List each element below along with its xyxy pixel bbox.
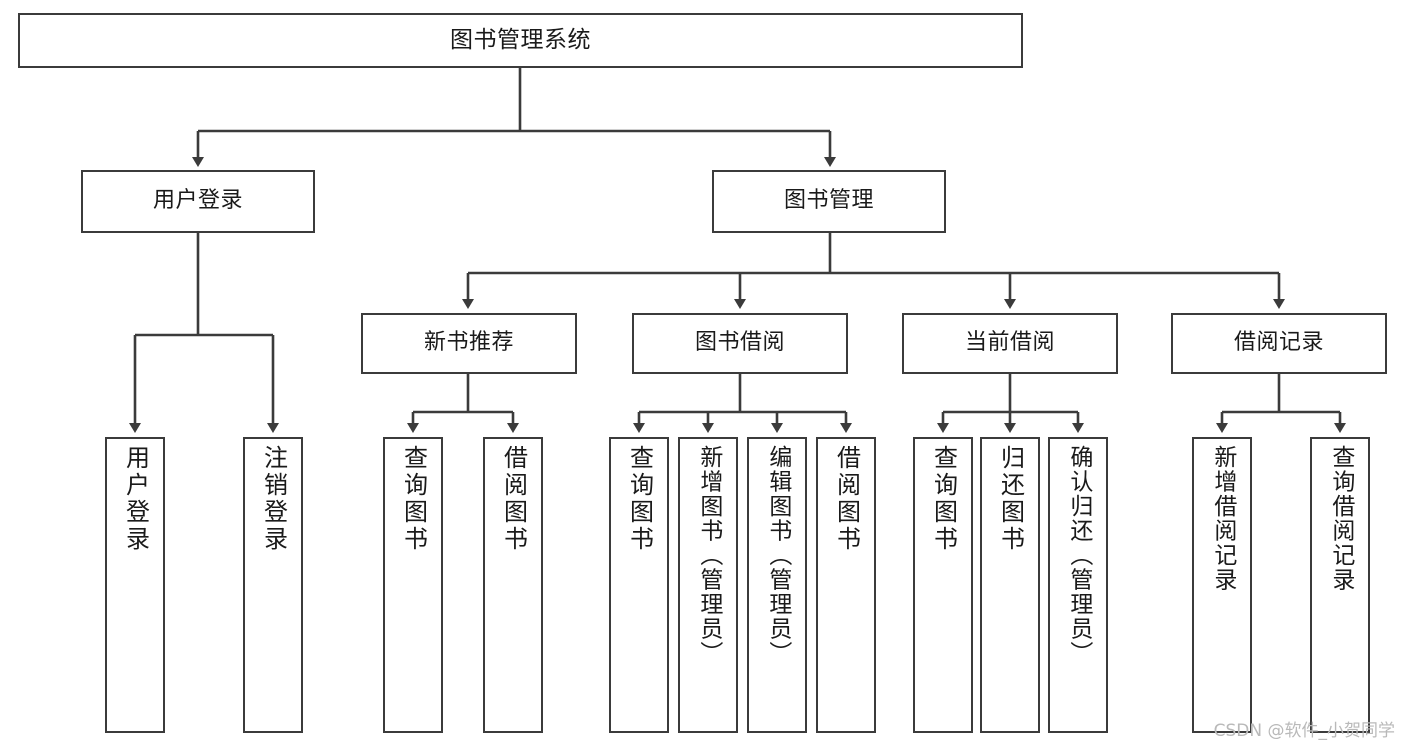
node-leaf-add-record[interactable]: 新增借阅记录 bbox=[1192, 437, 1252, 733]
node-leaf-borrow-book-1[interactable]: 借阅图书 bbox=[483, 437, 543, 733]
node-book-management[interactable]: 图书管理 bbox=[712, 170, 946, 233]
node-user-login[interactable]: 用户登录 bbox=[81, 170, 315, 233]
node-leaf-add-book[interactable]: 新增图书（管理员） bbox=[678, 437, 738, 733]
node-new-book-recommend-label: 新书推荐 bbox=[423, 330, 514, 356]
node-leaf-query-book-2[interactable]: 查询图书 bbox=[609, 437, 669, 733]
node-leaf-query-book-3[interactable]: 查询图书 bbox=[913, 437, 973, 733]
node-leaf-edit-book-label: 编辑图书（管理员） bbox=[764, 445, 791, 666]
node-current-borrow[interactable]: 当前借阅 bbox=[902, 313, 1118, 374]
node-leaf-return-book[interactable]: 归还图书 bbox=[980, 437, 1040, 733]
node-leaf-borrow-book-1-label: 借阅图书 bbox=[499, 445, 528, 553]
node-leaf-user-logout-label: 注销登录 bbox=[259, 445, 288, 553]
node-leaf-borrow-book-2-label: 借阅图书 bbox=[832, 445, 861, 553]
node-leaf-query-book-2-label: 查询图书 bbox=[625, 445, 654, 553]
node-leaf-return-book-label: 归还图书 bbox=[996, 445, 1025, 553]
node-borrow-record-label: 借阅记录 bbox=[1233, 330, 1324, 356]
node-root[interactable]: 图书管理系统 bbox=[18, 13, 1023, 68]
node-new-book-recommend[interactable]: 新书推荐 bbox=[361, 313, 577, 374]
node-leaf-user-login[interactable]: 用户登录 bbox=[105, 437, 165, 733]
node-book-borrow[interactable]: 图书借阅 bbox=[632, 313, 848, 374]
node-leaf-query-book-1-label: 查询图书 bbox=[399, 445, 428, 553]
node-root-label: 图书管理系统 bbox=[450, 26, 591, 53]
node-leaf-confirm-return-label: 确认归还（管理员） bbox=[1065, 445, 1092, 666]
node-leaf-query-record[interactable]: 查询借阅记录 bbox=[1310, 437, 1370, 733]
node-leaf-user-logout[interactable]: 注销登录 bbox=[243, 437, 303, 733]
node-leaf-user-login-label: 用户登录 bbox=[121, 445, 150, 553]
node-leaf-add-record-label: 新增借阅记录 bbox=[1209, 445, 1236, 592]
node-leaf-query-book-1[interactable]: 查询图书 bbox=[383, 437, 443, 733]
node-user-login-label: 用户登录 bbox=[152, 188, 243, 214]
node-leaf-query-book-3-label: 查询图书 bbox=[929, 445, 958, 553]
node-book-borrow-label: 图书借阅 bbox=[694, 330, 785, 356]
node-borrow-record[interactable]: 借阅记录 bbox=[1171, 313, 1387, 374]
node-leaf-edit-book[interactable]: 编辑图书（管理员） bbox=[747, 437, 807, 733]
node-current-borrow-label: 当前借阅 bbox=[964, 330, 1055, 356]
node-leaf-add-book-label: 新增图书（管理员） bbox=[695, 445, 722, 666]
node-leaf-borrow-book-2[interactable]: 借阅图书 bbox=[816, 437, 876, 733]
node-leaf-confirm-return[interactable]: 确认归还（管理员） bbox=[1048, 437, 1108, 733]
node-leaf-query-record-label: 查询借阅记录 bbox=[1327, 445, 1354, 592]
node-book-management-label: 图书管理 bbox=[783, 188, 874, 214]
